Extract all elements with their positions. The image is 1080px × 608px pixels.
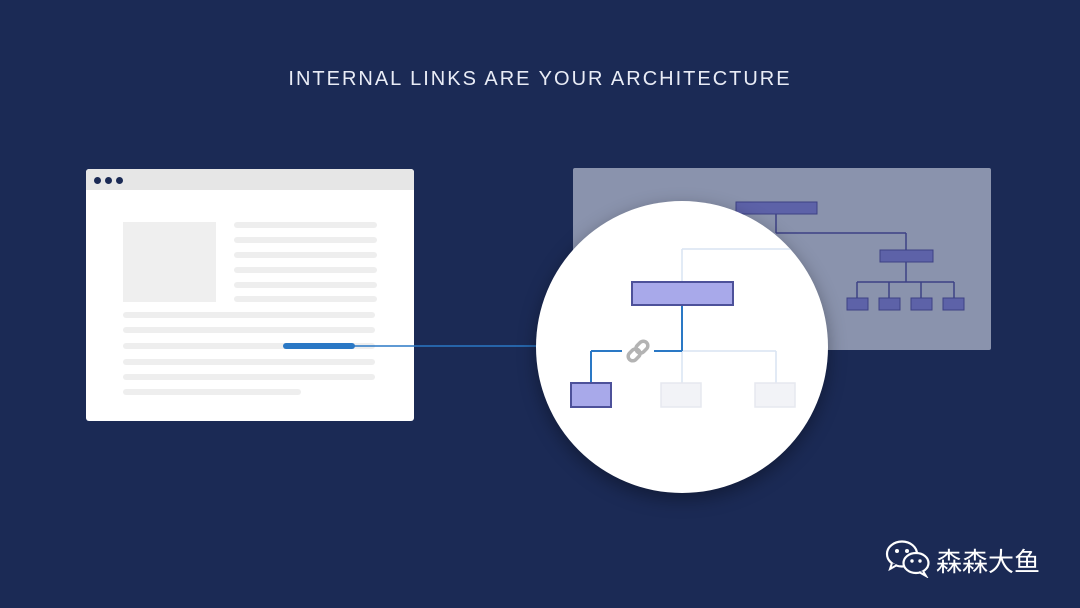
text-line-placeholder: [234, 252, 377, 258]
browser-title-bar: [86, 169, 414, 190]
unlinked-page-node: [754, 382, 796, 408]
text-line-placeholder: [234, 237, 377, 243]
linked-page-node: [570, 382, 612, 408]
page-title: INTERNAL LINKS ARE YOUR ARCHITECTURE: [288, 68, 792, 90]
text-line-placeholder: [234, 296, 377, 302]
text-line-placeholder: [123, 359, 375, 365]
window-dot-icon: [94, 177, 101, 184]
window-dot-icon: [116, 177, 123, 184]
text-line-placeholder: [123, 389, 301, 395]
unlinked-page-node: [660, 382, 702, 408]
text-line-placeholder: [234, 222, 377, 228]
watermark: 森森大鱼: [885, 536, 1065, 580]
link-chain-icon: [626, 339, 650, 363]
zoomed-tree: [570, 248, 796, 408]
text-line-placeholder: [234, 267, 377, 273]
window-dot-icon: [105, 177, 112, 184]
wechat-icon: [885, 540, 930, 578]
zoom-circle: [536, 201, 828, 493]
browser-window: [86, 169, 414, 421]
text-line-placeholder: [123, 327, 375, 333]
text-line-placeholder: [123, 343, 375, 349]
watermark-text: 森森大鱼: [936, 548, 1041, 578]
internal-link-highlight: [283, 343, 355, 349]
text-line-placeholder: [234, 282, 377, 288]
parent-page-node: [631, 281, 734, 306]
text-line-placeholder: [123, 312, 375, 318]
text-line-placeholder: [123, 374, 375, 380]
image-placeholder: [123, 222, 216, 302]
